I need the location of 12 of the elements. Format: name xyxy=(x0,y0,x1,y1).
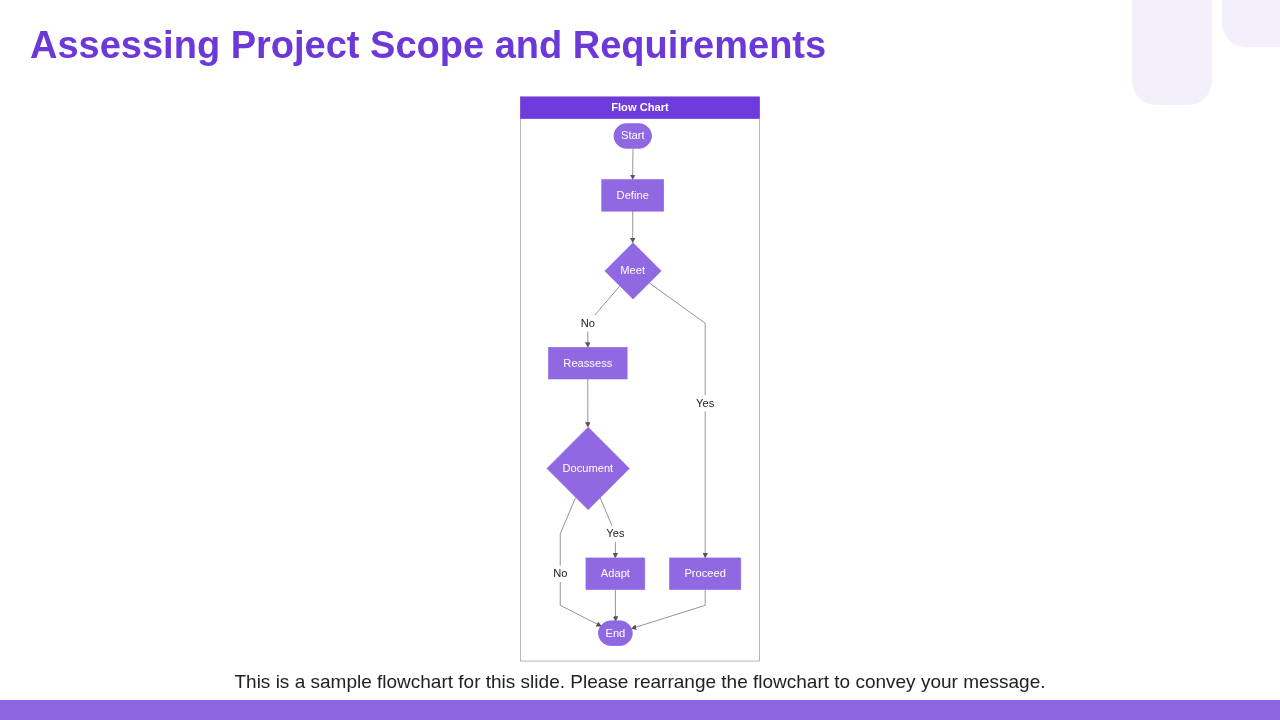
caption-text: This is a sample flowchart for this slide. Please rearrange the flowchart to convey your message. xyxy=(234,671,1046,693)
node-box: Proceed xyxy=(669,557,742,590)
node-diamond: Document xyxy=(546,427,630,510)
node-box: Reassess xyxy=(548,347,628,380)
node-diamond: Meet xyxy=(604,242,662,300)
edge-label: Yes xyxy=(606,527,625,540)
node-box: Define xyxy=(601,179,664,212)
edge-label: Yes xyxy=(696,396,715,410)
slide-title: Assessing Project Scope and Requirements xyxy=(30,24,827,67)
edge-label: No xyxy=(580,316,595,330)
node-box: Adapt xyxy=(585,557,646,590)
edge-label: No xyxy=(553,567,568,580)
